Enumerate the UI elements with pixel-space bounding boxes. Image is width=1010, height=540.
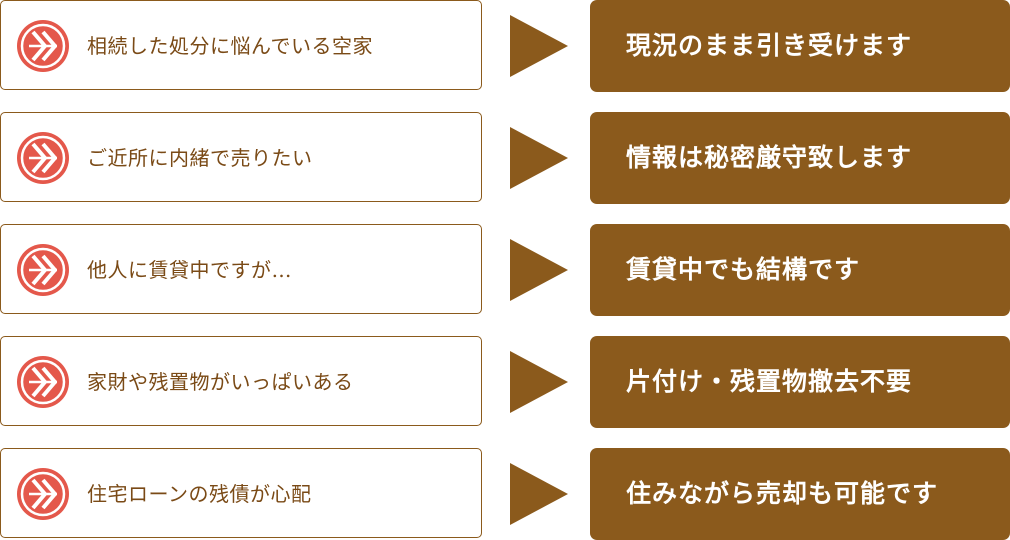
solution-box: 賃貸中でも結構です	[590, 224, 1010, 316]
problem-text: 住宅ローンの残債が心配	[87, 482, 312, 506]
problem-text: 家財や残置物がいっぱいある	[87, 370, 354, 394]
problem-box: 家財や残置物がいっぱいある	[0, 336, 482, 426]
kamon-crest-icon	[17, 132, 69, 184]
triangle-right-icon	[510, 463, 568, 525]
triangle-right-icon	[510, 351, 568, 413]
problem-text: 他人に賃貸中ですが…	[87, 258, 292, 282]
list-item: 相続した処分に悩んでいる空家 現況のまま引き受けます	[0, 0, 1010, 92]
triangle-right-icon	[510, 239, 568, 301]
solution-text: 現況のまま引き受けます	[626, 31, 913, 60]
triangle-right-icon	[510, 127, 568, 189]
problem-box: 他人に賃貸中ですが…	[0, 224, 482, 314]
triangle-right-icon	[510, 15, 568, 77]
kamon-crest-icon	[17, 244, 69, 296]
problem-box: 住宅ローンの残債が心配	[0, 448, 482, 538]
problem-box: ご近所に内緒で売りたい	[0, 112, 482, 202]
problem-text: ご近所に内緒で売りたい	[87, 146, 313, 170]
problem-text: 相続した処分に悩んでいる空家	[87, 34, 373, 58]
solution-box: 現況のまま引き受けます	[590, 0, 1010, 92]
solution-text: 片付け・残置物撤去不要	[626, 367, 913, 396]
solution-text: 賃貸中でも結構です	[626, 255, 861, 284]
problem-box: 相続した処分に悩んでいる空家	[0, 0, 482, 90]
solution-box: 情報は秘密厳守致します	[590, 112, 1010, 204]
list-item: 他人に賃貸中ですが… 賃貸中でも結構です	[0, 224, 1010, 316]
solution-text: 情報は秘密厳守致します	[626, 143, 913, 172]
solution-box: 片付け・残置物撤去不要	[590, 336, 1010, 428]
list-item: ご近所に内緒で売りたい 情報は秘密厳守致します	[0, 112, 1010, 204]
solution-text: 住みながら売却も可能です	[626, 479, 939, 508]
kamon-crest-icon	[17, 20, 69, 72]
solution-box: 住みながら売却も可能です	[590, 448, 1010, 540]
kamon-crest-icon	[17, 468, 69, 520]
kamon-crest-icon	[17, 356, 69, 408]
list-item: 住宅ローンの残債が心配 住みながら売却も可能です	[0, 448, 1010, 540]
list-item: 家財や残置物がいっぱいある 片付け・残置物撤去不要	[0, 336, 1010, 428]
